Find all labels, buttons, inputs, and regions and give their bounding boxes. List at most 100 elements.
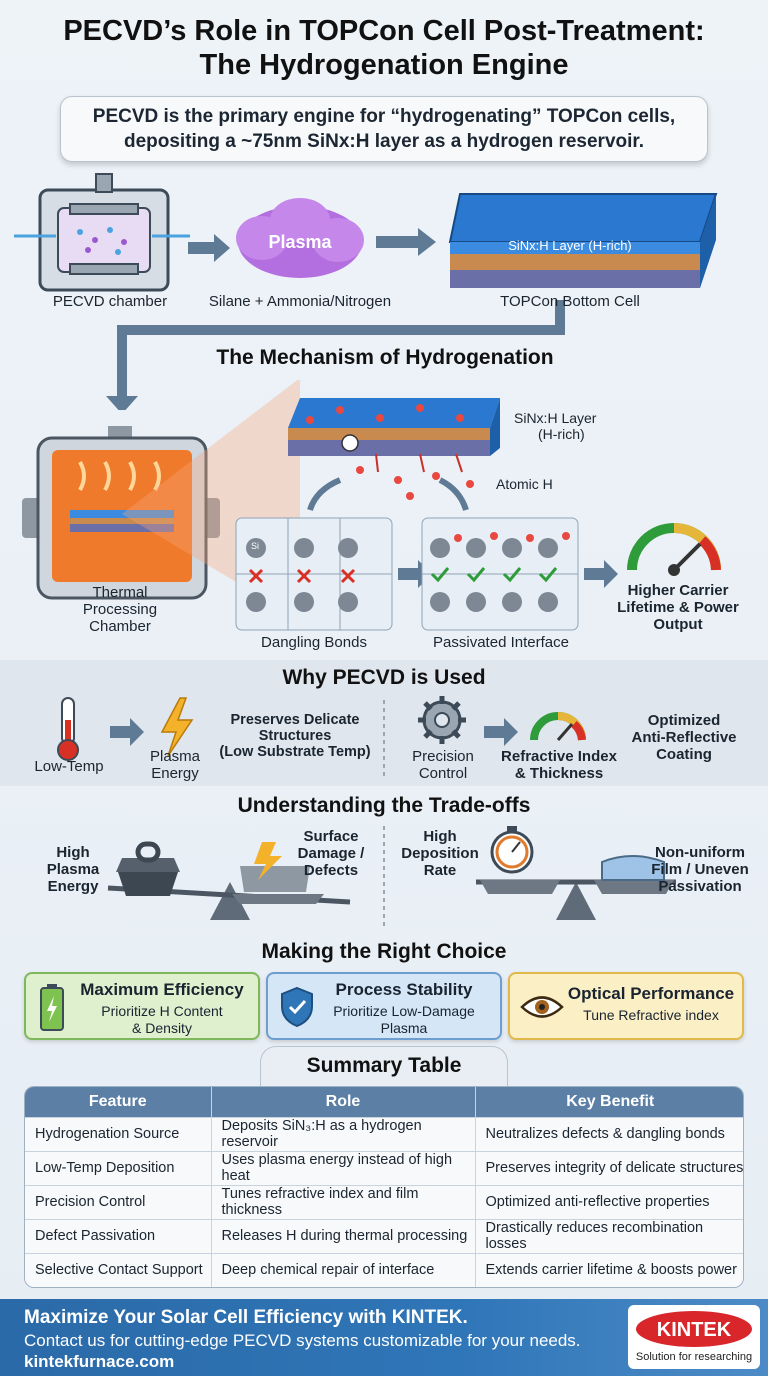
eye-icon (520, 996, 564, 1018)
subtitle-box: PECVD is the primary engine for “hydroge… (60, 96, 708, 162)
refractive-line-1: Refractive Index (501, 748, 617, 765)
hdr-line-1: High (423, 828, 457, 845)
hpe-line-3: Energy (47, 878, 99, 895)
card-title: Optical Performance (567, 984, 735, 1003)
table-cell: Uses plasma energy instead of high heat (211, 1150, 476, 1185)
optimized-line-1: Optimized (647, 712, 721, 729)
sd-line-3: Defects (303, 862, 359, 879)
nu-line-3: Passivation (658, 878, 742, 895)
gas-label: Silane + Ammonia/Nitrogen (208, 293, 392, 310)
output-line-3: Output (653, 616, 703, 633)
card-title: Maximum Efficiency (80, 980, 244, 999)
flow-connector (117, 300, 565, 402)
column-header: Role (211, 1087, 476, 1117)
mechanism-diagram (22, 380, 721, 631)
output-line-1: Higher Carrier (627, 582, 729, 599)
choice-heading: Making the Right Choice (261, 940, 507, 963)
mechanism-layer-label: SiNx:H Layer (H-rich) (514, 410, 614, 442)
table-row: Defect Passivation Releases H during the… (25, 1218, 743, 1253)
nu-line-1: Non-uniform (655, 844, 745, 861)
precision-line-1: Precision (412, 748, 474, 765)
sinx-layer-label: SiNx:H Layer (H-rich) (508, 238, 632, 253)
table-cell: Deposits SiN₃:H as a hydrogen reservoir (211, 1116, 476, 1151)
gauge-icon (627, 523, 721, 576)
column-header: Key Benefit (475, 1087, 743, 1117)
low-temp-label: Low-Temp (34, 758, 104, 775)
output-label: Higher Carrier Lifetime & Power Output (606, 582, 750, 633)
top-flow-diagram: Plasma SiNx:H Layer (H-rich) (14, 173, 718, 410)
balance-scale-left-icon (107, 841, 351, 920)
kintek-logo-mark: KINTEK (636, 1311, 752, 1347)
footer-headline: Maximize Your Solar Cell Efficiency with… (24, 1307, 468, 1328)
hpe-line-2: Plasma (46, 861, 100, 878)
shield-icon (281, 986, 313, 1028)
footer-contact: Contact us for cutting-edge PECVD system… (24, 1331, 581, 1350)
table-cell: Precision Control (25, 1184, 212, 1219)
surface-damage-label: Surface Damage / Defects (286, 828, 376, 879)
table-cell: Drastically reduces recombination losses (475, 1218, 743, 1253)
table-cell: Optimized anti-reflective properties (475, 1184, 743, 1219)
passivated-label: Passivated Interface (433, 634, 569, 651)
subtitle-line-2: depositing a ~75nm SiNx:H layer as a hyd… (123, 131, 645, 152)
table-row: Low-Temp Deposition Uses plasma energy i… (25, 1150, 743, 1185)
preserves-line-2: Structures (258, 728, 332, 744)
balance-scale-right-icon (476, 855, 676, 920)
column-header: Feature (25, 1087, 212, 1117)
arrow-icon (106, 396, 138, 410)
table-cell: Selective Contact Support (25, 1252, 212, 1287)
summary-tab (260, 1046, 508, 1090)
card-title: Process Stability (335, 980, 473, 999)
high-deposition-label: High Deposition Rate (392, 828, 488, 879)
title-line-2: The Hydrogenation Engine (199, 49, 569, 81)
preserves-line-3: (Low Substrate Temp) (219, 744, 371, 760)
output-line-2: Lifetime & Power (617, 599, 739, 616)
table-row: Hydrogenation Source Deposits SiN₃:H as … (25, 1116, 743, 1151)
precision-control-label: Precision Control (400, 748, 486, 782)
battery-icon (40, 984, 64, 1031)
table-cell: Hydrogenation Source (25, 1116, 212, 1151)
mechanism-heading: The Mechanism of Hydrogenation (216, 346, 554, 369)
non-uniform-label: Non-uniform Film / Uneven Passivation (640, 844, 760, 895)
table-cell: Releases H during thermal processing (211, 1218, 476, 1253)
page-title: PECVD’s Role in TOPCon Cell Post-Treatme… (0, 14, 768, 82)
preserves-line-1: Preserves Delicate (230, 712, 360, 728)
chamber-line-2: Processing (82, 601, 158, 618)
summary-table: Feature Role Key Benefit Hydrogenation S… (24, 1086, 744, 1288)
lightning-icon (160, 697, 194, 757)
card-sub-1: Prioritize Low-Damage (333, 1003, 475, 1019)
footer-banner: Maximize Your Solar Cell Efficiency with… (0, 1299, 768, 1376)
arrow-icon (376, 228, 436, 256)
optimized-line-3: Coating (656, 746, 712, 763)
summary-heading: Summary Table (306, 1054, 462, 1077)
table-cell: Neutralizes defects & dangling bonds (475, 1116, 743, 1151)
layer-label-line-1: SiNx:H Layer (514, 410, 597, 426)
plasma-energy-label: Plasma Energy (140, 748, 210, 782)
table-cell: Tunes refractive index and film thicknes… (211, 1184, 476, 1219)
chamber-line-1: Thermal (92, 584, 148, 601)
footer-website-link[interactable]: kintekfurnace.com (24, 1352, 175, 1371)
subtitle-line-1: PECVD is the primary engine for “hydroge… (92, 106, 676, 127)
chamber-line-3: Chamber (89, 618, 151, 635)
card-maximum-efficiency: Maximum Efficiency Prioritize H Content … (24, 972, 260, 1040)
precision-line-2: Control (418, 765, 468, 782)
refractive-label: Refractive Index & Thickness (494, 748, 624, 782)
card-sub-2: & Density (132, 1020, 192, 1036)
nu-line-2: Film / Uneven (651, 861, 749, 878)
table-row: Precision Control Tunes refractive index… (25, 1184, 743, 1219)
arrow-icon (484, 718, 518, 746)
thermometer-icon (57, 697, 79, 761)
plasma-line-1: Plasma (149, 748, 201, 765)
gear-icon (418, 696, 466, 744)
preserves-label: Preserves Delicate Structures (Low Subst… (210, 712, 380, 760)
card-sub-2: Plasma (380, 1020, 428, 1036)
table-cell: Low-Temp Deposition (25, 1150, 212, 1185)
plasma-label: Plasma (268, 232, 332, 252)
hpe-line-1: High (56, 844, 90, 861)
logo-tagline: Solution for researching (635, 1351, 753, 1363)
sd-line-1: Surface (303, 828, 359, 845)
card-sub-1: Prioritize H Content (101, 1003, 223, 1019)
cell-cross-section (288, 398, 500, 511)
hdr-line-3: Rate (423, 862, 457, 879)
si-atom-label: Si (251, 541, 260, 551)
thermal-chamber-label: Thermal Processing Chamber (30, 584, 210, 635)
